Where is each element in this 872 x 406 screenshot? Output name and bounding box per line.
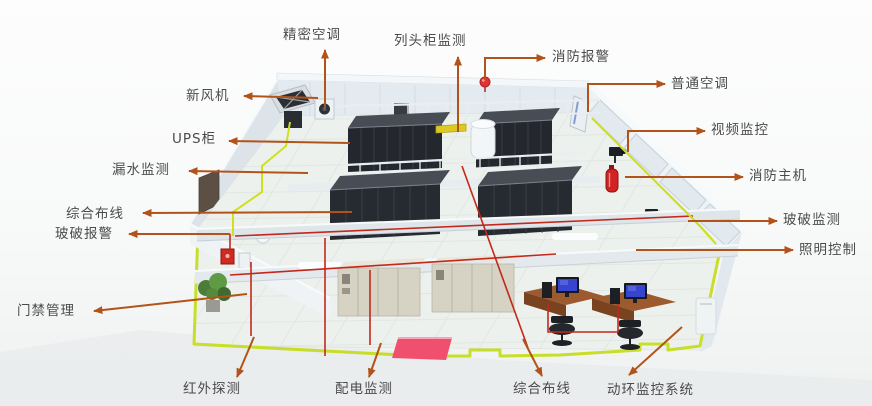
label-video-surveillance: 视频监控 xyxy=(711,122,769,138)
leader-env-monitoring-system xyxy=(628,326,683,376)
label-water-leak-monitoring: 漏水监测 xyxy=(112,162,170,178)
leader-fresh-air-fan xyxy=(243,92,319,101)
room-walls xyxy=(189,72,748,352)
label-fresh-air-fan: 新风机 xyxy=(186,88,230,104)
red-cable xyxy=(234,215,694,237)
leader-infrared-detection xyxy=(236,336,255,378)
leader-ups-cabinet xyxy=(228,137,351,146)
floor-standing-unit xyxy=(695,297,717,335)
label-glass-break-monitoring: 玻破监测 xyxy=(783,212,841,228)
leader-video-surveillance xyxy=(627,127,706,152)
leader-access-control xyxy=(93,293,248,315)
access-reader xyxy=(238,252,251,269)
label-leaders xyxy=(93,49,794,378)
label-lighting-control: 照明控制 xyxy=(799,242,857,258)
window xyxy=(587,99,633,145)
monitor-icon xyxy=(610,283,647,304)
label-precision-ac: 精密空调 xyxy=(283,27,341,43)
monitor-icon xyxy=(542,277,579,298)
wall-devices xyxy=(269,76,662,217)
row-head-cabinet xyxy=(470,119,496,159)
ceiling-light-bar xyxy=(298,262,342,269)
label-power-distribution-monitoring: 配电监测 xyxy=(335,381,393,397)
label-ups-cabinet: UPS柜 xyxy=(172,131,217,147)
fresh-air-fan-icon xyxy=(269,84,316,128)
label-infrared-detection: 红外探测 xyxy=(183,381,241,397)
alarm-box-lamp xyxy=(225,254,230,258)
leader-integrated-cabling-left xyxy=(142,208,353,217)
label-ordinary-ac: 普通空调 xyxy=(671,76,729,92)
background-shading xyxy=(0,330,872,406)
leader-power-distribution xyxy=(368,342,382,378)
back-wall xyxy=(277,80,589,118)
red-cable xyxy=(229,253,557,276)
label-fire-alarm: 消防报警 xyxy=(552,49,610,65)
leader-ordinary-ac xyxy=(587,80,666,112)
label-row-cabinet-monitoring: 列头柜监测 xyxy=(394,33,467,49)
red-monitoring-cables xyxy=(229,165,694,356)
fire-extinguisher-icon xyxy=(605,165,619,193)
office-chair xyxy=(617,320,643,350)
red-cable xyxy=(461,165,529,349)
entrance-mat xyxy=(392,337,452,360)
label-integrated-cabling-bottom: 综合布线 xyxy=(513,381,571,397)
leader-water-leak-monitoring xyxy=(188,167,309,176)
label-integrated-cabling-left: 综合布线 xyxy=(66,206,124,222)
label-fire-host: 消防主机 xyxy=(749,168,807,184)
ceiling-light-bar xyxy=(552,233,598,240)
right-wall-rim xyxy=(589,81,748,232)
busbar xyxy=(435,123,467,134)
red-cable xyxy=(547,304,619,333)
leader-integrated-cabling-bottom xyxy=(522,338,543,377)
cable-wireway-beam xyxy=(196,208,741,242)
yellow-cable xyxy=(591,117,717,245)
label-glass-break-alarm: 玻破报警 xyxy=(55,226,113,242)
label-access-control: 门禁管理 xyxy=(17,303,75,319)
leader-fire-alarm xyxy=(484,54,546,80)
label-env-monitoring-system: 动环监控系统 xyxy=(607,382,694,398)
wall-box xyxy=(394,103,409,116)
